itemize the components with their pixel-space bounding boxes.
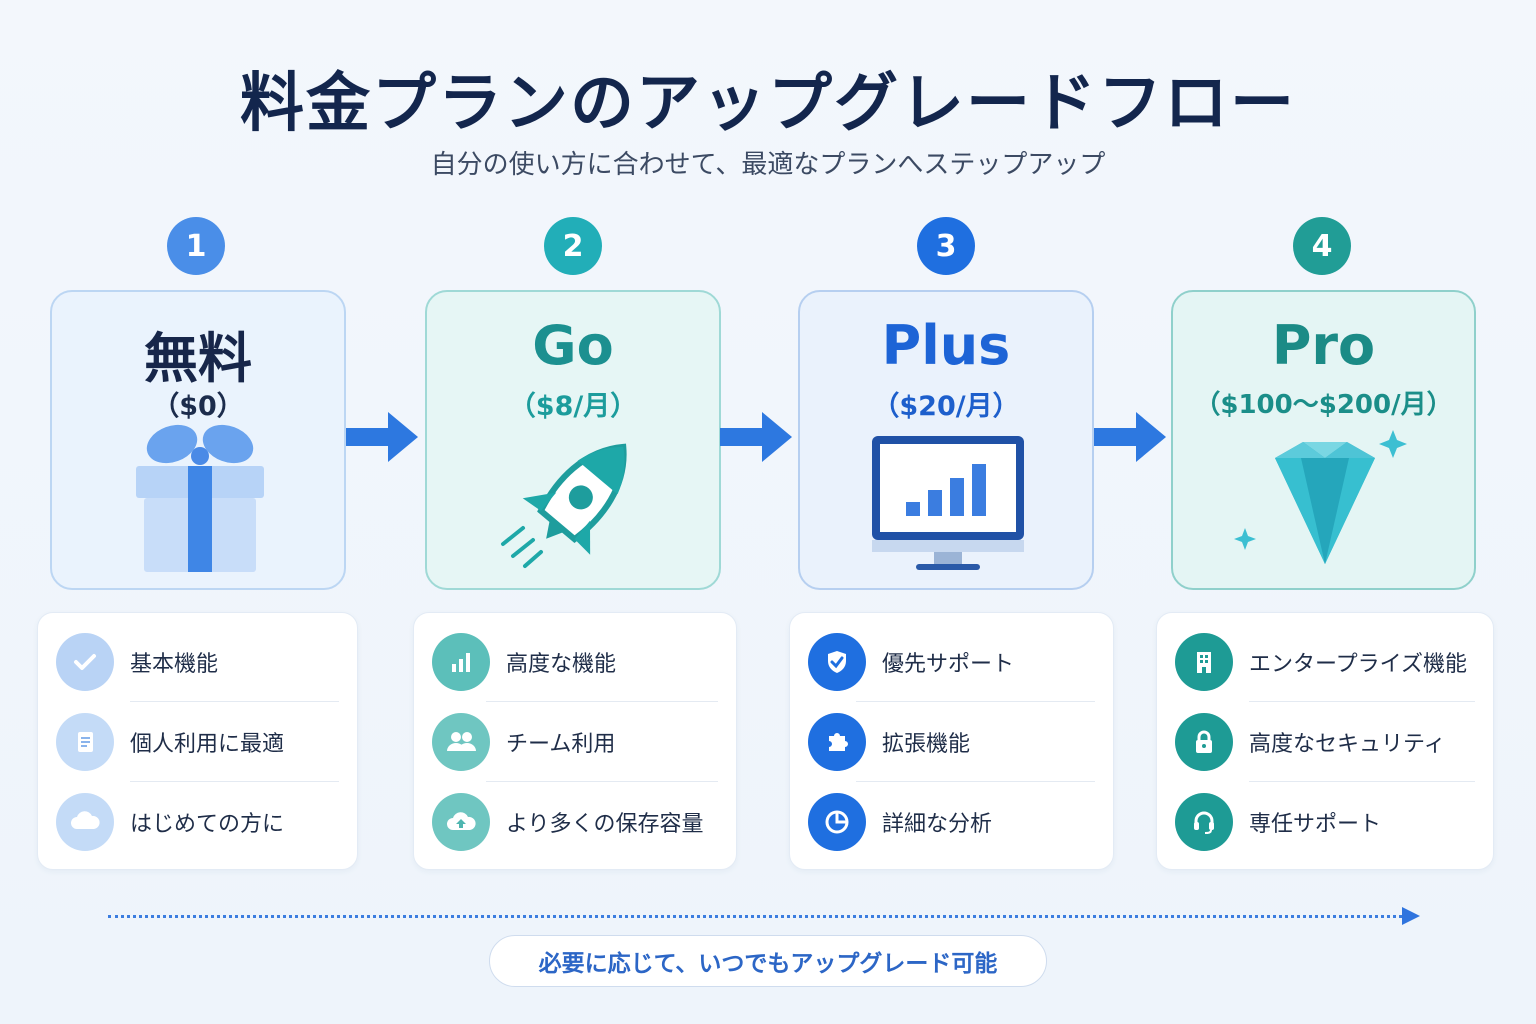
step-badge-3: 3: [917, 217, 975, 275]
check-icon: [56, 633, 114, 691]
feature-label: チーム利用: [506, 732, 616, 757]
arrow-right-icon: [1094, 412, 1166, 462]
step-badge-2: 2: [544, 217, 602, 275]
feature-label: 専任サポート: [1249, 812, 1382, 837]
divider: [130, 701, 339, 702]
pie-chart-icon: [808, 793, 866, 851]
step-badge-1: 1: [167, 217, 225, 275]
list-item: エンタープライズ機能: [1157, 622, 1493, 702]
plan-card-pro[interactable]: Pro （$100〜$200/月）: [1171, 290, 1476, 590]
list-item: 詳細な分析: [790, 782, 1113, 862]
progress-dotted-line: [108, 915, 1408, 918]
plan-card-go[interactable]: Go （$8/月）: [425, 290, 721, 590]
page-title: 料金プランのアップグレードフロー: [240, 67, 1296, 141]
step-badge-4: 4: [1293, 217, 1351, 275]
plan-name: Pro: [1271, 314, 1376, 377]
feature-label: 高度な機能: [506, 652, 617, 677]
monitor-chart-icon: [872, 436, 1024, 570]
divider: [1249, 701, 1475, 702]
divider: [1249, 781, 1475, 782]
divider: [856, 781, 1095, 782]
divider: [486, 781, 718, 782]
plan-name: Plus: [881, 314, 1011, 377]
arrow-right-icon: [720, 412, 792, 462]
feature-label: はじめての方に: [130, 812, 285, 837]
lock-icon: [1175, 713, 1233, 771]
building-icon: [1175, 633, 1233, 691]
divider: [486, 701, 718, 702]
users-icon: [432, 713, 490, 771]
cloud-upload-icon: [432, 793, 490, 851]
list-item: 高度な機能: [414, 622, 736, 702]
feature-list-plus: 優先サポート 拡張機能 詳細な分析: [789, 612, 1114, 870]
feature-label: 基本機能: [130, 652, 219, 677]
footer-note: 必要に応じて、いつでもアップグレード可能: [489, 935, 1047, 987]
gift-box-icon: [136, 424, 264, 572]
feature-list-pro: エンタープライズ機能 高度なセキュリティ 専任サポート: [1156, 612, 1494, 870]
divider: [856, 701, 1095, 702]
list-item: より多くの保存容量: [414, 782, 736, 862]
list-item: 拡張機能: [790, 702, 1113, 782]
feature-list-free: 基本機能 個人利用に最適 はじめての方に: [37, 612, 358, 870]
list-item: 優先サポート: [790, 622, 1113, 702]
puzzle-icon: [808, 713, 866, 771]
page-subtitle: 自分の使い方に合わせて、最適なプランへステップアップ: [430, 150, 1106, 180]
plan-price: （$0）: [152, 391, 244, 422]
plan-name: Go: [532, 314, 614, 377]
plan-card-free[interactable]: 無料 （$0）: [50, 290, 346, 590]
feature-label: 拡張機能: [882, 732, 971, 757]
feature-list-go: 高度な機能 チーム利用 より多くの保存容量: [413, 612, 737, 870]
list-item: チーム利用: [414, 702, 736, 782]
headset-icon: [1175, 793, 1233, 851]
document-icon: [56, 713, 114, 771]
feature-label: 高度なセキュリティ: [1249, 732, 1446, 757]
list-item: はじめての方に: [38, 782, 357, 862]
feature-label: エンタープライズ機能: [1249, 652, 1468, 677]
bar-chart-icon: [432, 633, 490, 691]
arrow-head-icon: [1402, 907, 1420, 925]
shield-check-icon: [808, 633, 866, 691]
list-item: 専任サポート: [1157, 782, 1493, 862]
feature-label: 個人利用に最適: [130, 732, 285, 757]
plan-price: （$20/月）: [872, 391, 1020, 422]
diamond-icon: [1234, 430, 1407, 564]
feature-label: 詳細な分析: [882, 812, 993, 837]
cloud-icon: [56, 793, 114, 851]
arrow-right-icon: [346, 412, 418, 462]
plan-price: （$100〜$200/月）: [1194, 390, 1453, 420]
list-item: 個人利用に最適: [38, 702, 357, 782]
list-item: 高度なセキュリティ: [1157, 702, 1493, 782]
feature-label: 優先サポート: [882, 652, 1015, 677]
feature-label: より多くの保存容量: [506, 812, 704, 837]
plan-card-plus[interactable]: Plus （$20/月）: [798, 290, 1094, 590]
list-item: 基本機能: [38, 622, 357, 702]
plan-price: （$8/月）: [508, 391, 638, 422]
plan-name: 無料: [144, 327, 252, 390]
divider: [130, 781, 339, 782]
rocket-icon: [501, 443, 627, 568]
